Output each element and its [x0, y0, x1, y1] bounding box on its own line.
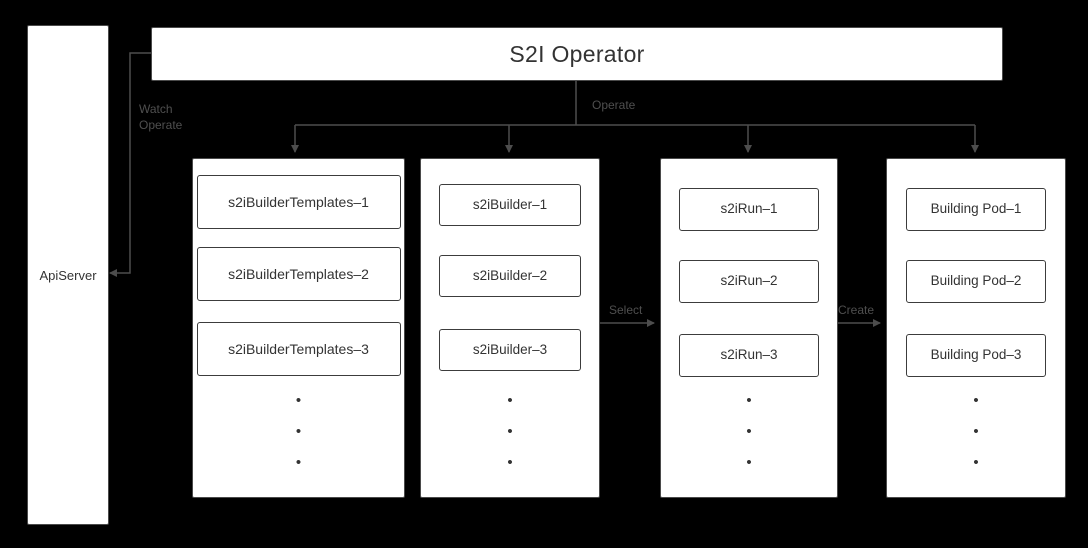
dot: •	[746, 392, 752, 409]
node-s2ibuildertemplates-3: s2iBuilderTemplates–3	[196, 322, 401, 376]
dot: •	[507, 454, 513, 471]
node-building-pod-2: Building Pod–2	[906, 260, 1046, 303]
dot: •	[295, 454, 302, 471]
panel-s2i-builder-templates: s2iBuilderTemplates–1 s2iBuilderTemplate…	[192, 158, 405, 498]
dot: •	[295, 392, 302, 409]
node-s2ibuilder-3: s2iBuilder–3	[439, 329, 581, 371]
dot: •	[295, 423, 302, 440]
node-s2irun-2: s2iRun–2	[679, 260, 819, 303]
dot: •	[746, 423, 752, 440]
operate-edge-label: Operate	[592, 98, 636, 112]
panel-s2i-runs: s2iRun–1 s2iRun–2 s2iRun–3 • • •	[660, 158, 838, 498]
s2i-operator-title: S2I Operator	[509, 40, 645, 67]
node-s2ibuilder-2: s2iBuilder–2	[439, 255, 581, 297]
watch-label-line: Watch	[139, 102, 173, 116]
node-s2irun-1: s2iRun–1	[679, 188, 819, 231]
s2i-operator-node: S2I Operator	[151, 27, 1003, 81]
node-s2ibuilder-1: s2iBuilder–1	[439, 184, 581, 226]
dot: •	[746, 454, 752, 471]
operate-label-line: Operate	[139, 118, 183, 132]
node-s2irun-3: s2iRun–3	[679, 334, 819, 377]
dot: •	[507, 423, 513, 440]
ellipsis-dots: • • •	[421, 393, 599, 470]
dot: •	[973, 392, 979, 409]
watch-operate-edge-label: Watch Operate	[139, 101, 182, 133]
edge-operator-to-apiserver	[109, 52, 151, 277]
node-building-pod-3: Building Pod–3	[906, 334, 1046, 377]
dot: •	[973, 423, 979, 440]
apiserver-node: ApiServer	[27, 25, 109, 525]
apiserver-label: ApiServer	[39, 267, 97, 283]
create-edge-label: Create	[838, 303, 875, 317]
select-edge-label: Select	[609, 303, 643, 317]
ellipsis-dots: • • •	[887, 393, 1065, 470]
node-s2ibuildertemplates-1: s2iBuilderTemplates–1	[196, 175, 401, 229]
dot: •	[507, 392, 513, 409]
node-building-pod-1: Building Pod–1	[906, 188, 1046, 231]
dot: •	[973, 454, 979, 471]
node-s2ibuildertemplates-2: s2iBuilderTemplates–2	[196, 247, 401, 301]
panel-building-pods: Building Pod–1 Building Pod–2 Building P…	[886, 158, 1066, 498]
ellipsis-dots: • • •	[661, 393, 837, 470]
ellipsis-dots: • • •	[193, 393, 404, 470]
panel-s2i-builders: s2iBuilder–1 s2iBuilder–2 s2iBuilder–3 •…	[420, 158, 600, 498]
